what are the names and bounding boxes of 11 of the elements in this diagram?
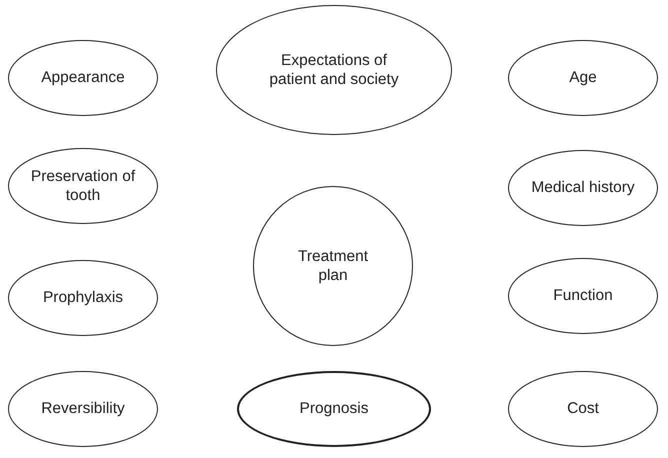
node-label: Function: [553, 286, 613, 306]
node-label: Cost: [567, 399, 599, 419]
node-label: Age: [569, 68, 597, 88]
node-label: Treatment plan: [296, 246, 370, 286]
node-label: Reversibility: [41, 399, 125, 419]
node-label: Preservation of tooth: [30, 166, 136, 206]
node-label: Medical history: [531, 178, 635, 198]
node-label: Prophylaxis: [42, 288, 124, 308]
node-label: Prognosis: [300, 399, 368, 419]
node-label: Appearance: [41, 68, 125, 88]
node-label: Expectations of patient and society: [268, 50, 400, 90]
